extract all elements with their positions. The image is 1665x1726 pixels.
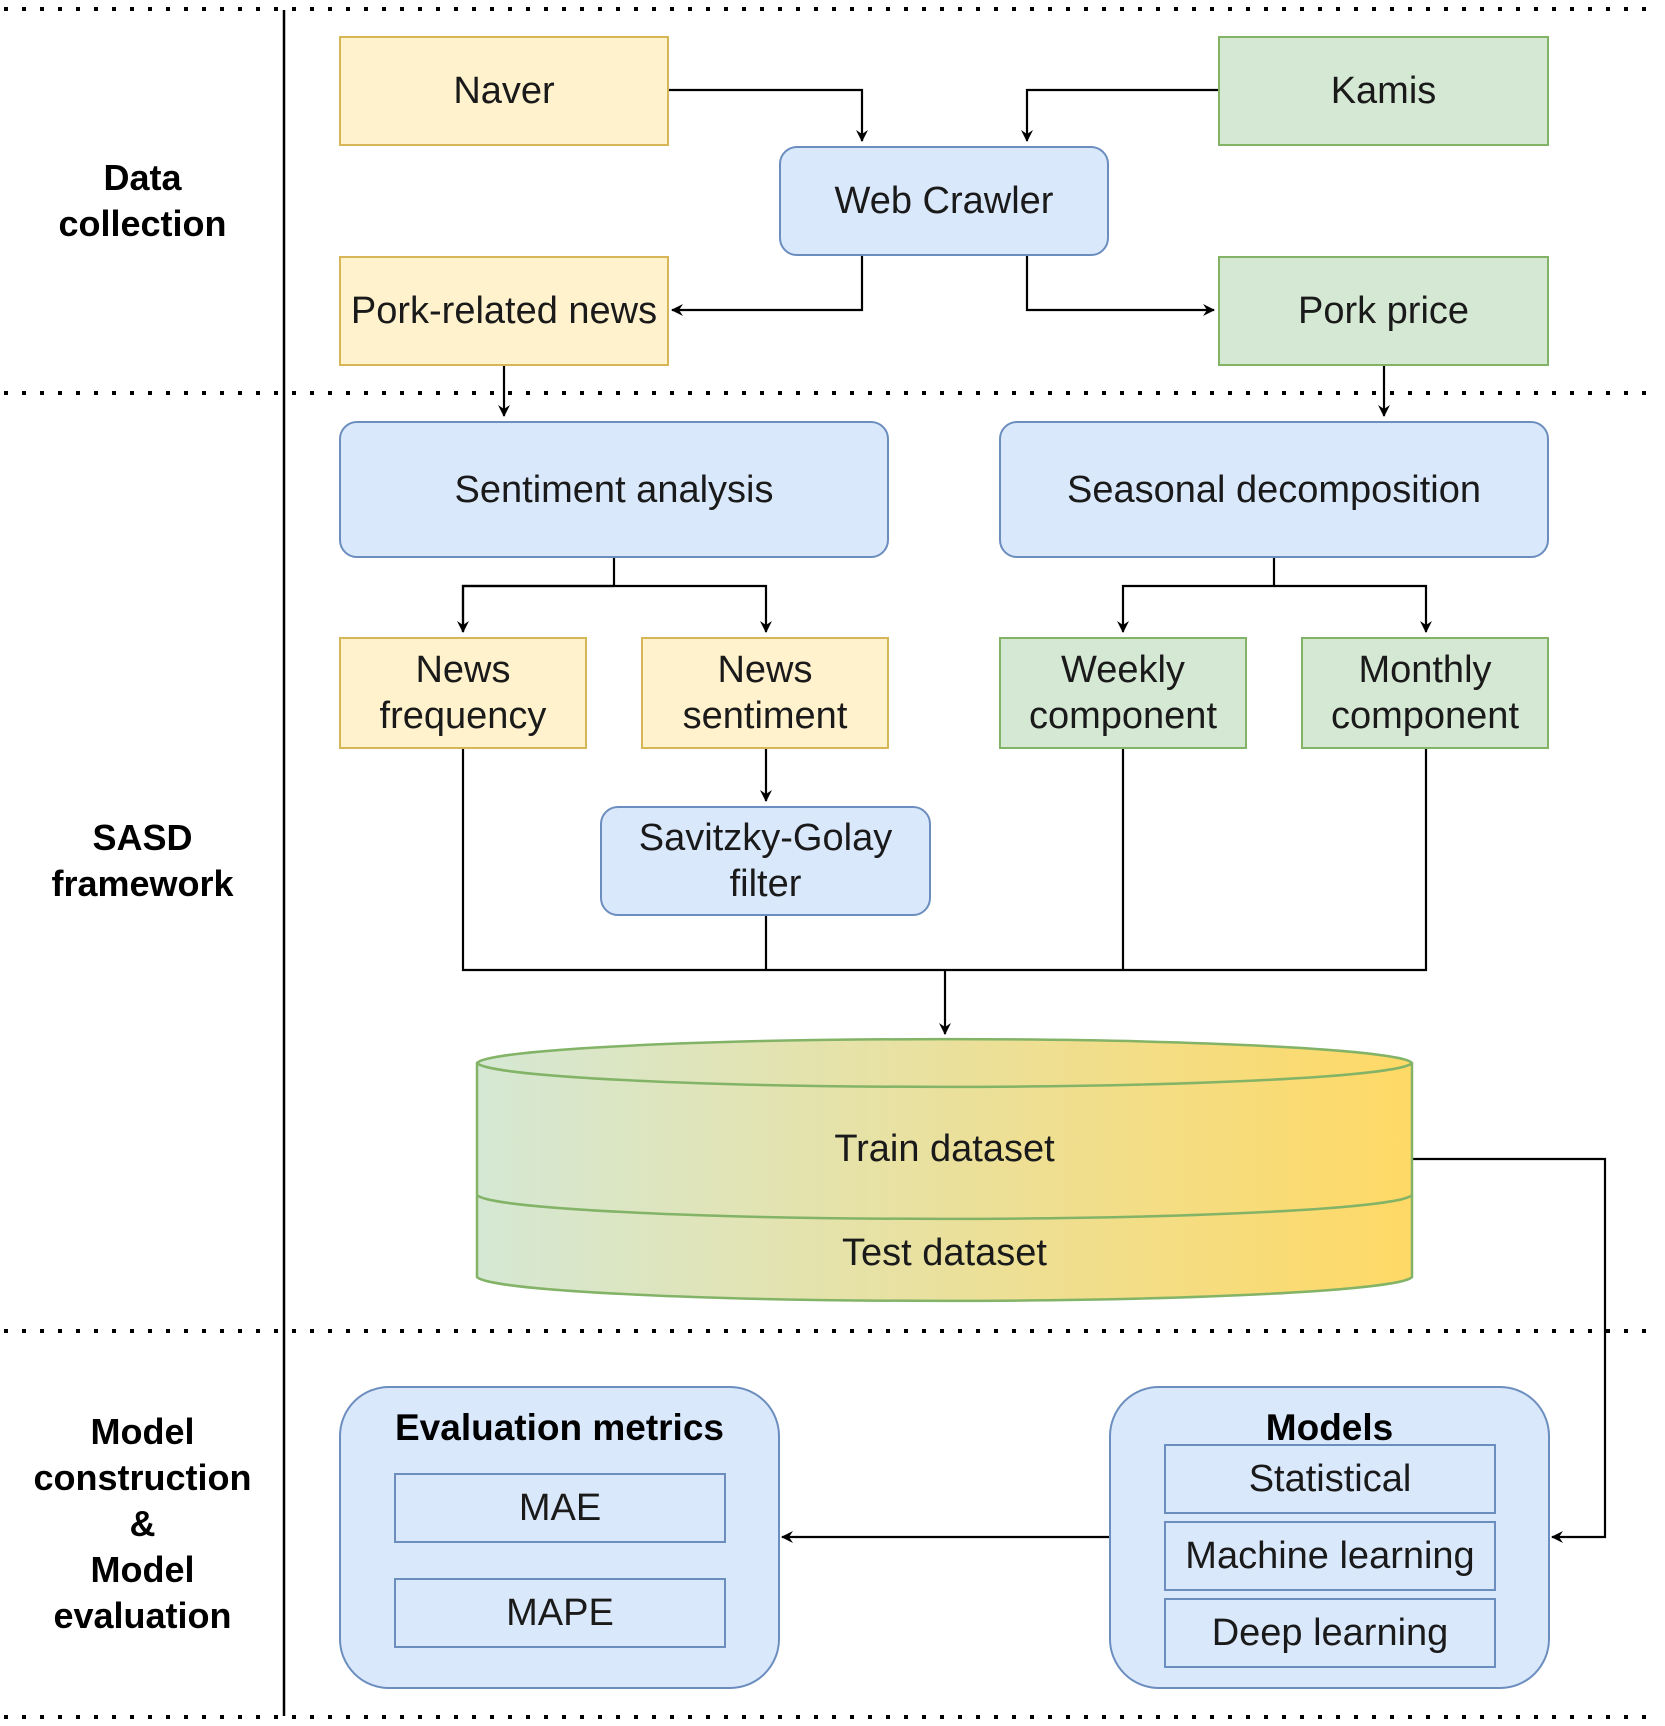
- news-sentiment-node: News sentiment: [641, 637, 889, 749]
- section-label-model: Model construction & Model evaluation: [33, 1411, 252, 1636]
- metric-mape: MAPE: [394, 1578, 726, 1648]
- train-dataset-label: Train dataset: [834, 1128, 1055, 1170]
- model-machine-learning: Machine learning: [1164, 1521, 1496, 1591]
- arrow-train-to-models: [1412, 1157, 1607, 1543]
- section-label-sasd-framework: SASD framework: [51, 817, 234, 904]
- seasonal-decomposition-node: Seasonal decomposition: [999, 421, 1549, 558]
- savitzky-golay-node: Savitzky-Golay filter: [600, 806, 931, 916]
- arrow-seasonal-to-monthly: [1274, 584, 1432, 633]
- metric-mae: MAE: [394, 1473, 726, 1543]
- sentiment-analysis-node: Sentiment analysis: [339, 421, 889, 558]
- arrow-crawler-to-price: [1025, 256, 1215, 316]
- models-title: Models: [1265, 1407, 1394, 1448]
- pork-price-node: Pork price: [1218, 256, 1549, 366]
- connector-seasonal-split: [1117, 558, 1276, 633]
- connector-sentiment-split: [461, 558, 766, 632]
- section-label-data-collection: Data collection: [58, 157, 227, 244]
- pork-news-node: Pork-related news: [339, 256, 669, 366]
- model-statistical: Statistical: [1164, 1444, 1496, 1514]
- test-dataset-label: Test dataset: [842, 1232, 1047, 1274]
- dataset-cylinder: [475, 1037, 1414, 1303]
- arrow-crawler-to-news: [671, 256, 864, 316]
- arrow-naver-to-crawler: [668, 88, 868, 142]
- model-deep-learning: Deep learning: [1164, 1598, 1496, 1668]
- models-container: Models Statistical Machine learning Deep…: [1109, 1386, 1550, 1689]
- news-frequency-node: News frequency: [339, 637, 587, 749]
- evaluation-metrics-container: Evaluation metrics MAE MAPE: [339, 1386, 780, 1689]
- naver-node: Naver: [339, 36, 669, 146]
- kamis-node: Kamis: [1218, 36, 1549, 146]
- arrow-sentiment-to-frequency: [457, 584, 614, 633]
- monthly-component-node: Monthly component: [1301, 637, 1549, 749]
- arrow-kamis-to-crawler: [1021, 88, 1218, 142]
- web-crawler-node: Web Crawler: [779, 146, 1109, 256]
- weekly-component-node: Weekly component: [999, 637, 1247, 749]
- evaluation-metrics-title: Evaluation metrics: [394, 1407, 724, 1448]
